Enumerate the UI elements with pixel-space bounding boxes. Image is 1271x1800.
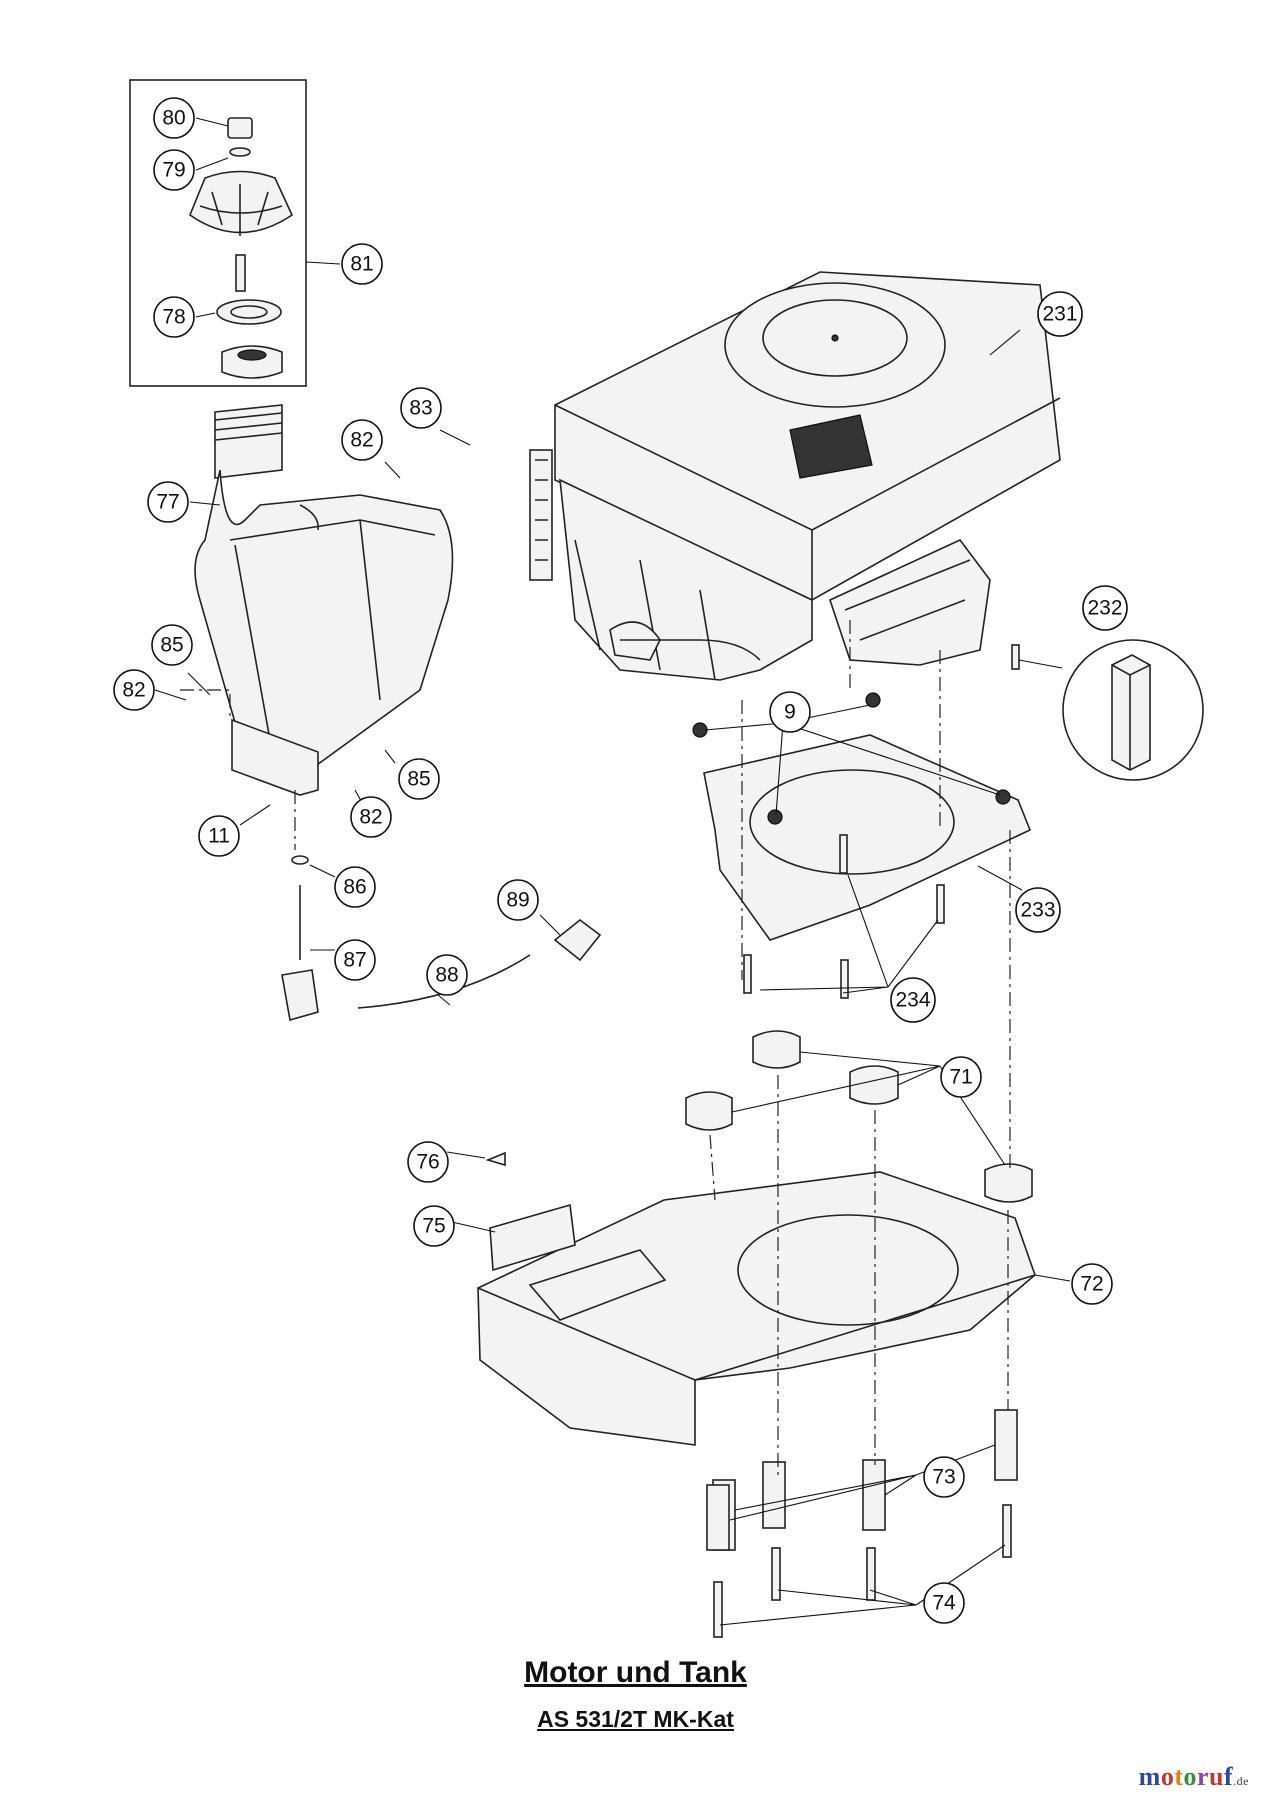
svg-text:231: 231 <box>1042 303 1077 326</box>
callout-72: 72 <box>1071 1263 1113 1305</box>
callout-82-right: 82 <box>350 796 392 838</box>
spacers-and-bolts <box>706 1409 1018 1638</box>
svg-text:89: 89 <box>506 889 529 912</box>
callout-89: 89 <box>497 879 539 921</box>
svg-text:71: 71 <box>949 1066 972 1089</box>
fuel-tank <box>194 404 454 796</box>
callout-88: 88 <box>426 954 468 996</box>
svg-text:78: 78 <box>162 306 185 329</box>
callout-11: 11 <box>198 815 240 857</box>
svg-text:82: 82 <box>359 806 382 829</box>
base-plate <box>477 1151 1036 1446</box>
svg-text:76: 76 <box>416 1151 439 1174</box>
svg-text:234: 234 <box>895 989 930 1012</box>
svg-text:74: 74 <box>932 1592 956 1615</box>
svg-text:85: 85 <box>407 768 430 791</box>
logo-letter: o <box>1160 1762 1175 1791</box>
leader-lines <box>154 117 1071 1626</box>
callout-87: 87 <box>334 939 376 981</box>
svg-text:86: 86 <box>343 876 366 899</box>
callout-76: 76 <box>407 1141 449 1183</box>
svg-text:75: 75 <box>422 1215 445 1238</box>
svg-text:11: 11 <box>208 825 230 848</box>
callout-78: 78 <box>153 296 195 338</box>
logo-tld: .de <box>1233 1774 1249 1788</box>
logo-letter: f <box>1224 1762 1234 1791</box>
svg-text:81: 81 <box>350 253 373 276</box>
rubber-mounts <box>685 1030 1033 1203</box>
callout-79: 79 <box>153 149 195 191</box>
callout-233: 233 <box>1015 887 1061 933</box>
fuel-cap-assembly <box>129 79 307 387</box>
svg-text:82: 82 <box>122 679 145 702</box>
svg-text:80: 80 <box>162 107 185 130</box>
engine <box>529 271 1061 681</box>
logo-letter: r <box>1196 1762 1210 1791</box>
logo-letter: o <box>1183 1762 1197 1791</box>
svg-text:72: 72 <box>1080 1273 1103 1296</box>
svg-text:82: 82 <box>350 429 373 452</box>
callout-234: 234 <box>890 977 936 1023</box>
center-lines <box>180 620 1011 1480</box>
svg-text:85: 85 <box>160 634 183 657</box>
svg-text:79: 79 <box>162 159 185 182</box>
key-detail <box>1011 639 1204 781</box>
svg-text:83: 83 <box>409 397 432 420</box>
callout-85-right: 85 <box>398 758 440 800</box>
svg-text:88: 88 <box>435 964 458 987</box>
callout-232: 232 <box>1082 585 1128 631</box>
logo-letter: t <box>1174 1762 1184 1791</box>
callout-80: 80 <box>153 97 195 139</box>
callout-9: 9 <box>769 691 811 733</box>
svg-text:77: 77 <box>156 491 179 514</box>
callout-74: 74 <box>923 1582 965 1624</box>
callout-82-top: 82 <box>341 419 383 461</box>
callout-82-left: 82 <box>113 669 155 711</box>
callout-75: 75 <box>413 1205 455 1247</box>
svg-text:87: 87 <box>343 949 366 972</box>
callout-73: 73 <box>923 1456 965 1498</box>
callout-86: 86 <box>334 866 376 908</box>
motoruf-logo: motoruf.de <box>1139 1762 1249 1792</box>
diagram-subtitle: AS 531/2T MK-Kat <box>537 1706 734 1732</box>
fuel-line-parts <box>281 855 602 1022</box>
logo-letter: m <box>1138 1762 1161 1791</box>
logo-wordmark: motoruf <box>1139 1762 1234 1791</box>
svg-text:9: 9 <box>784 701 796 724</box>
svg-text:233: 233 <box>1020 899 1055 922</box>
callout-77: 77 <box>147 481 189 523</box>
callout-85-left: 85 <box>151 624 193 666</box>
svg-text:232: 232 <box>1087 597 1122 620</box>
svg-text:73: 73 <box>932 1466 955 1489</box>
callout-81: 81 <box>341 243 383 285</box>
callout-83: 83 <box>400 387 442 429</box>
adapter-plate <box>692 692 1032 999</box>
callout-231: 231 <box>1037 291 1083 337</box>
callout-71: 71 <box>940 1056 982 1098</box>
logo-letter: u <box>1209 1762 1224 1791</box>
diagram-title: Motor und Tank <box>524 1656 747 1689</box>
